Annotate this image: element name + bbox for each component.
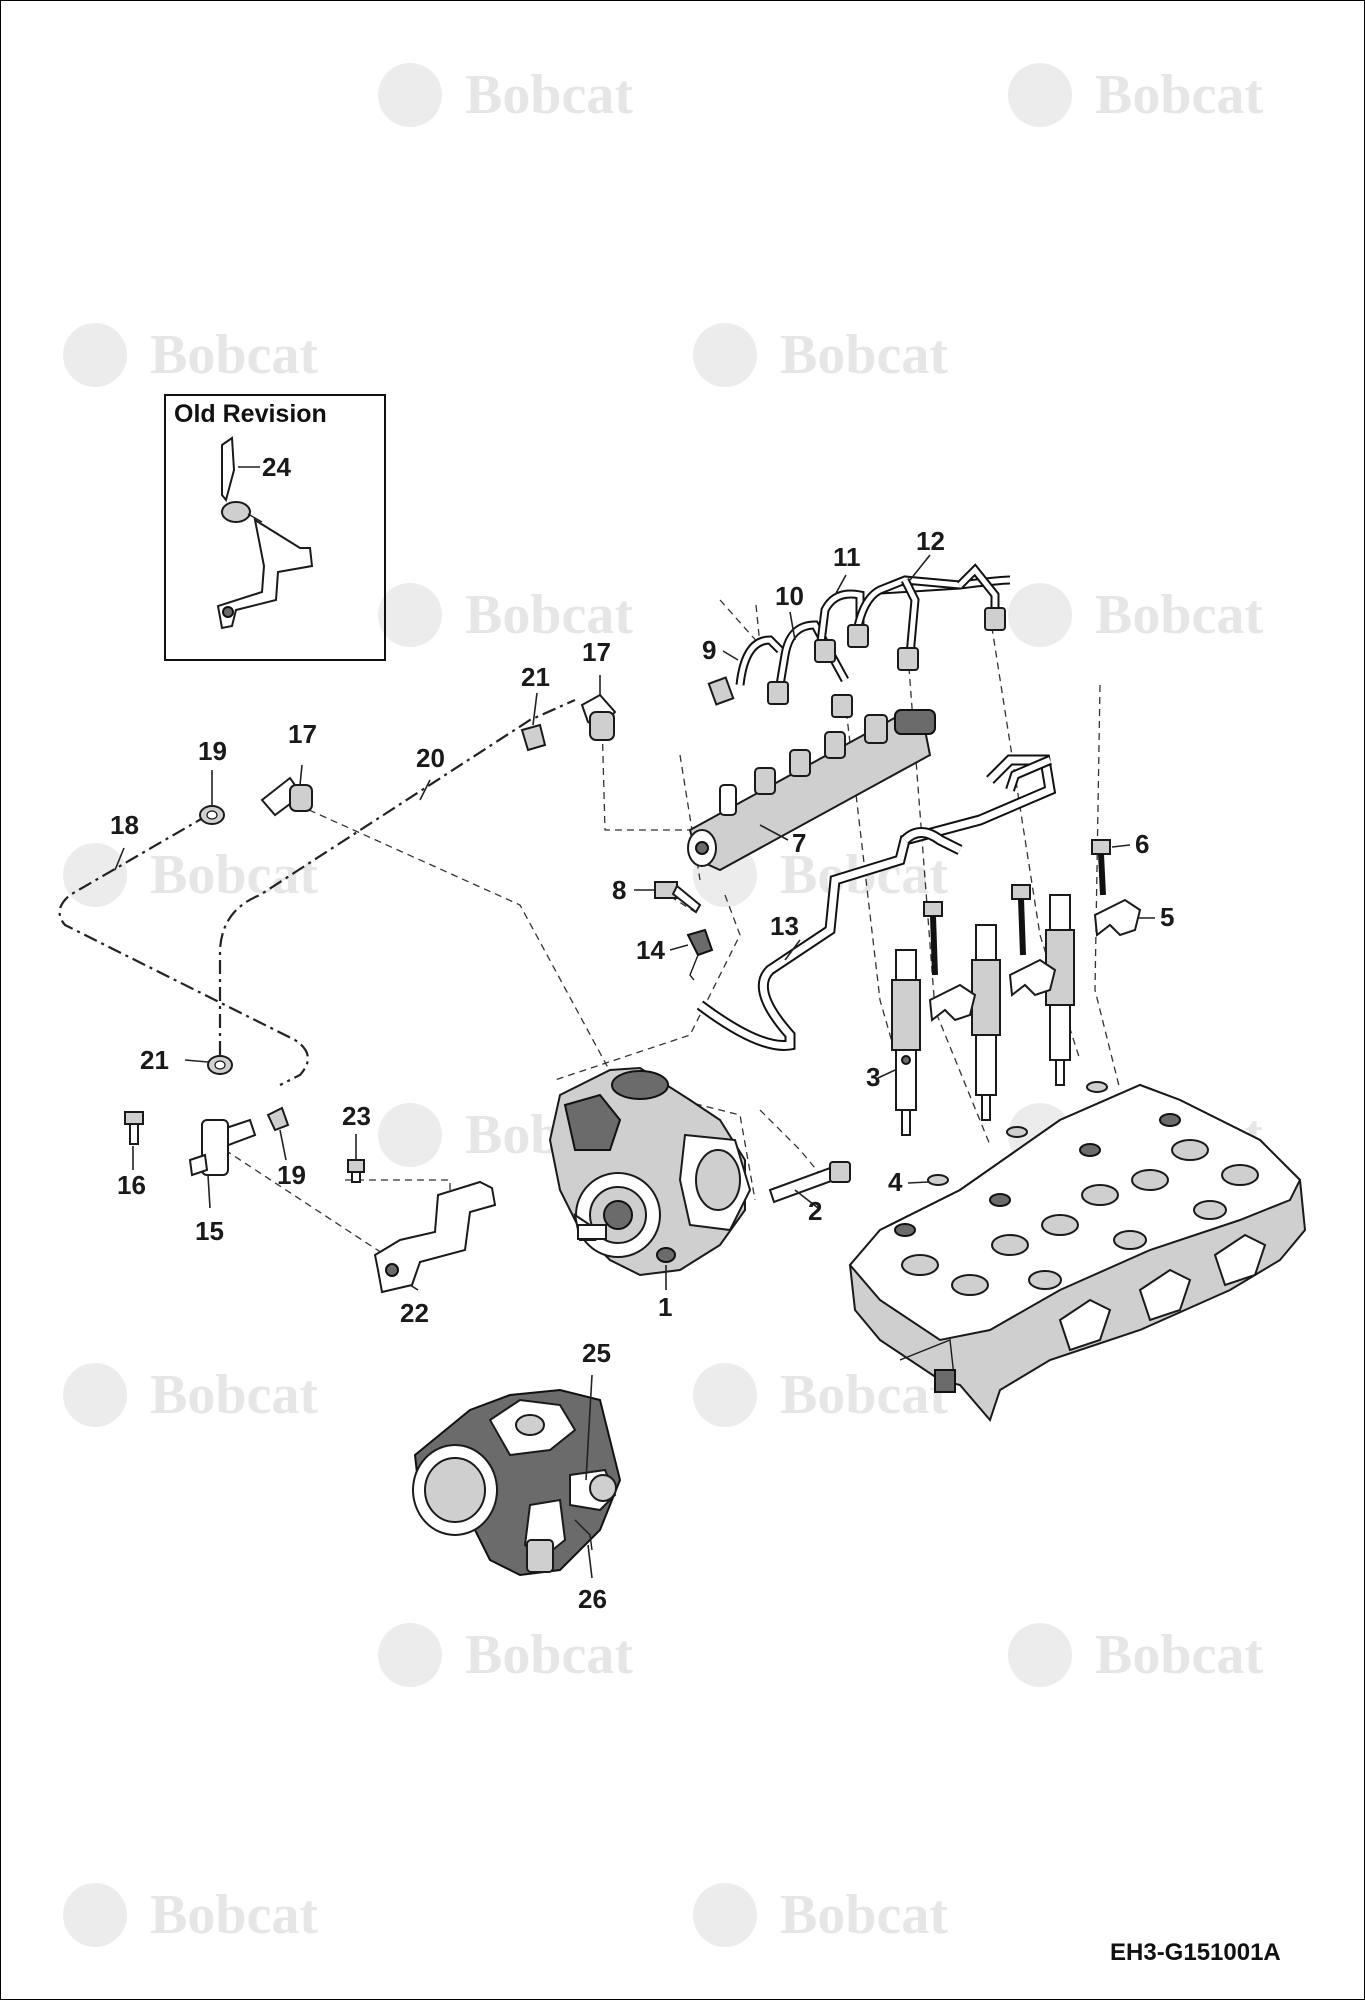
svg-text:Bobcat: Bobcat [465, 584, 633, 646]
diagram-code: EH3-G151001A [1110, 1939, 1281, 1966]
callout-4: 4 [888, 1167, 903, 1197]
watermark: Bobcat [1008, 583, 1263, 647]
svg-text:Bobcat: Bobcat [1095, 64, 1263, 126]
callout-16: 16 [117, 1170, 146, 1200]
injector-3 [891, 949, 921, 1136]
callout-17-lower-fitting: 17 [288, 719, 317, 749]
callout-24: 24 [262, 452, 291, 482]
injection-pump-1 [548, 1066, 752, 1277]
cylinder-head [848, 1083, 1307, 1422]
bracket-22 [373, 1180, 497, 1294]
watermark: Bobcat [693, 1883, 948, 1947]
callout-9: 9 [702, 635, 716, 665]
injector-pipes [707, 563, 1011, 718]
callout-13: 13 [770, 911, 799, 941]
callout-7: 7 [792, 828, 806, 858]
callout-17-upper-fitting: 17 [582, 637, 611, 667]
injector-clamps-5 [928, 898, 1142, 1022]
injector-3c [1045, 894, 1075, 1086]
clamp-bolts-6 [923, 839, 1111, 976]
watermark: Bobcat [63, 1363, 318, 1427]
sealing-washers-4 [927, 1081, 1108, 1186]
watermark: Bobcat [693, 323, 948, 387]
clamp-bracket-24 [216, 436, 314, 630]
watermark: Bobcat [378, 583, 633, 647]
watermark: Bobcat [378, 1623, 633, 1687]
svg-text:Bobcat: Bobcat [780, 324, 948, 386]
watermark: Bobcat [63, 1883, 318, 1947]
leader-lines [114, 466, 1155, 1579]
common-rail-7 [687, 709, 936, 872]
svg-text:Bobcat: Bobcat [150, 844, 318, 906]
hose-20 [218, 698, 576, 1055]
bolt-8 [654, 881, 702, 914]
callout-3: 3 [866, 1062, 880, 1092]
callout-18: 18 [110, 810, 139, 840]
callout-8: 8 [612, 875, 626, 905]
exhaust-ports [1058, 1233, 1267, 1352]
callout-21-upper: 21 [521, 662, 550, 692]
bolt-16 [124, 1111, 144, 1145]
leak-off-hose-13 [696, 754, 1057, 1051]
callout-21-lower: 21 [140, 1045, 169, 1075]
rail-outlet [719, 714, 888, 816]
svg-text:Bobcat: Bobcat [150, 1364, 318, 1426]
watermark: Bobcat [693, 1363, 948, 1427]
callout-2: 2 [808, 1196, 822, 1226]
svg-text:Bobcat: Bobcat [465, 1624, 633, 1686]
callout-1: 1 [658, 1292, 672, 1322]
banjo-fitting-17b [580, 693, 617, 741]
watermark-layer: Bobcat Bobcat Bobcat Bobcat Bobcat Bobca… [63, 63, 1263, 1947]
hose-fittings-upper [199, 693, 617, 825]
svg-text:Bobcat: Bobcat [1095, 584, 1263, 646]
watermark: Bobcat [63, 843, 318, 907]
watermark: Bobcat [378, 63, 633, 127]
watermark: Bobcat [63, 323, 318, 387]
callout-25: 25 [582, 1338, 611, 1368]
svg-text:Bobcat: Bobcat [1095, 1624, 1263, 1686]
svg-text:Bobcat: Bobcat [150, 324, 318, 386]
sensor-14 [686, 928, 714, 981]
old-revision-title: Old Revision [174, 400, 327, 428]
callout-11: 11 [833, 542, 861, 572]
injector-3b [971, 924, 1001, 1121]
svg-text:Bobcat: Bobcat [465, 64, 633, 126]
svg-text:Bobcat: Bobcat [780, 1364, 948, 1426]
hose-clamp-21a [520, 723, 547, 752]
fuel-return-hoses [58, 698, 576, 1086]
callout-15: 15 [195, 1216, 224, 1246]
old-revision-inset: Old Revision [164, 394, 386, 661]
callout-26: 26 [578, 1584, 607, 1614]
hose-18 [58, 814, 309, 1086]
callout-6: 6 [1135, 829, 1149, 859]
old-revision-box [164, 394, 386, 661]
injection-pump-variant [412, 1388, 622, 1577]
svg-text:Bobcat: Bobcat [150, 1884, 318, 1946]
hose-clamp-19b [266, 1106, 290, 1132]
tee-fitting-15 [188, 1118, 257, 1177]
callouts: 1 2 3 4 5 6 7 8 9 10 11 12 13 14 15 16 1… [110, 452, 1174, 1614]
bolt-2 [768, 1161, 851, 1204]
callout-20: 20 [416, 743, 445, 773]
callout-14: 14 [636, 935, 665, 965]
callout-19-lower: 19 [277, 1160, 306, 1190]
bolt-23 [347, 1159, 365, 1183]
tee-fitting-group [124, 1055, 497, 1294]
valve-ports [894, 1113, 1259, 1296]
watermark: Bobcat [1008, 63, 1263, 127]
banjo-fitting-17a [260, 776, 313, 817]
callout-5: 5 [1160, 902, 1174, 932]
hose-clamp-21b [207, 1055, 233, 1075]
hose-clamp-19a [199, 805, 225, 825]
callout-19-upper: 19 [198, 736, 227, 766]
callout-23: 23 [342, 1101, 371, 1131]
callout-12: 12 [916, 526, 945, 556]
callout-22: 22 [400, 1298, 429, 1328]
watermark: Bobcat [1008, 1623, 1263, 1687]
callout-10: 10 [775, 581, 804, 611]
svg-text:Bobcat: Bobcat [780, 1884, 948, 1946]
